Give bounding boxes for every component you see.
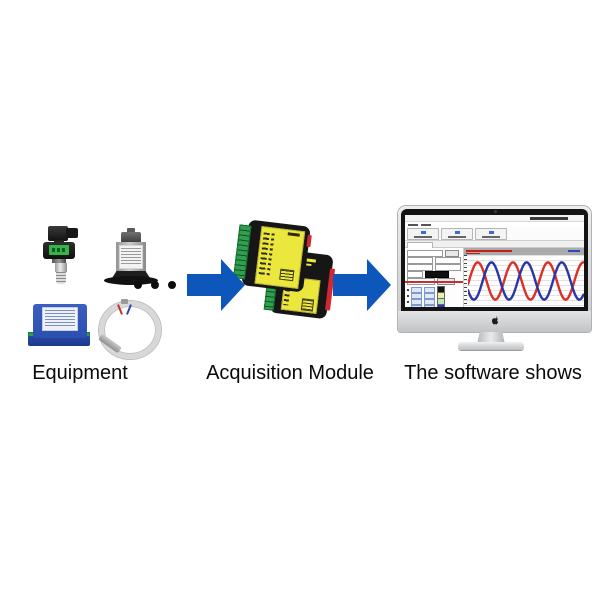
legend-value-box bbox=[424, 286, 435, 293]
y-axis-ticks bbox=[464, 255, 467, 307]
path-input bbox=[407, 250, 443, 257]
apple-logo-icon bbox=[491, 316, 498, 325]
dot-3 bbox=[168, 281, 176, 289]
legend-value-box bbox=[411, 292, 422, 299]
legend-mark bbox=[407, 300, 409, 303]
legend-value-box bbox=[411, 298, 422, 305]
legend-value-box bbox=[424, 298, 435, 305]
color-swatch-black bbox=[425, 271, 449, 278]
isolator-label-text-lines bbox=[45, 310, 75, 328]
chart-header-red-text-2 bbox=[466, 252, 480, 254]
probe-cable-crimp bbox=[121, 299, 128, 304]
field-4a bbox=[407, 271, 423, 278]
equipment-caption: Equipment bbox=[32, 362, 128, 384]
probe-cable-coil bbox=[99, 301, 161, 359]
field-2a bbox=[407, 257, 433, 264]
wave-red bbox=[468, 260, 584, 302]
software-screen bbox=[405, 215, 584, 307]
acq-front-label-diagram bbox=[279, 268, 295, 282]
tab-strip bbox=[405, 241, 584, 248]
chart-header bbox=[464, 248, 584, 255]
acq-back-top-mark-1 bbox=[305, 258, 317, 263]
wave-chart bbox=[468, 260, 584, 302]
monitor-frame bbox=[398, 206, 591, 332]
toolbar-button-2-icon bbox=[454, 230, 460, 234]
menu-bar bbox=[405, 222, 584, 227]
software-caption: The software shows bbox=[404, 362, 582, 384]
sensor-base bbox=[112, 271, 150, 278]
transmitter-neck bbox=[54, 240, 64, 243]
acquisition-caption: Acquisition Module bbox=[206, 362, 374, 384]
legend-row-4 bbox=[407, 304, 445, 307]
toolbar-button-1-icon bbox=[420, 230, 426, 234]
window-title-text bbox=[530, 217, 568, 220]
toolbar-button-2-label bbox=[448, 235, 466, 238]
flow-arrow-1 bbox=[187, 259, 245, 311]
legend-value-box bbox=[411, 286, 422, 293]
toolbar-button-1 bbox=[407, 228, 439, 240]
browse-button bbox=[445, 250, 459, 257]
field-row-2 bbox=[407, 257, 461, 264]
tab-active bbox=[407, 242, 433, 248]
menu-item-2 bbox=[421, 223, 431, 226]
legend-mark bbox=[407, 306, 409, 307]
monitor-bezel bbox=[401, 209, 588, 311]
field-row-1 bbox=[407, 250, 459, 257]
legend-mark bbox=[407, 294, 409, 297]
sensor-top-nub bbox=[127, 228, 135, 233]
toolbar-button-1-label bbox=[414, 235, 432, 238]
arrow-shape bbox=[187, 259, 245, 311]
toolbar-button-3 bbox=[475, 228, 507, 240]
chart-header-red-text bbox=[466, 249, 512, 252]
acq-front-red-clip bbox=[306, 234, 312, 248]
transmitter-thread bbox=[56, 272, 66, 284]
acq-front-label bbox=[254, 226, 306, 289]
chart-panel bbox=[464, 248, 584, 307]
arrow-shape bbox=[333, 259, 391, 311]
settings-panel bbox=[405, 248, 464, 307]
field-row-3 bbox=[407, 264, 461, 271]
wave-blue bbox=[468, 260, 584, 302]
toolbar-button-3-label bbox=[482, 235, 500, 238]
camera-dot bbox=[493, 210, 497, 213]
isolator-base bbox=[28, 336, 90, 346]
sensor-label-text-lines bbox=[121, 248, 141, 266]
trend-plot bbox=[464, 255, 584, 307]
legend-value-box bbox=[424, 292, 435, 299]
window-titlebar bbox=[405, 215, 584, 222]
menu-item-1 bbox=[408, 223, 418, 226]
monitor-stand-base bbox=[458, 342, 524, 350]
legend-value-box bbox=[424, 304, 435, 307]
monitor-chin bbox=[398, 311, 591, 332]
legend-mark bbox=[407, 288, 409, 291]
transmitter-stem bbox=[55, 263, 67, 272]
monitor-stand-column bbox=[477, 332, 505, 344]
toolbar bbox=[405, 227, 584, 241]
toolbar-button-3-icon bbox=[488, 230, 494, 234]
transmitter-plug-elbow bbox=[66, 228, 78, 238]
flow-arrow-2 bbox=[333, 259, 391, 311]
field-3b bbox=[435, 264, 461, 271]
acq-front-label-model-text bbox=[287, 232, 300, 237]
acq-back-label-diagram bbox=[300, 298, 315, 312]
acquisition-module-front bbox=[233, 219, 312, 293]
toolbar-button-2 bbox=[441, 228, 473, 240]
field-3a bbox=[407, 264, 433, 271]
legend-value-box bbox=[411, 304, 422, 307]
field-2b bbox=[435, 257, 461, 264]
transmitter-plug-head bbox=[48, 226, 68, 241]
legend-color-swatch-4 bbox=[437, 304, 445, 307]
legend-row-1 bbox=[407, 286, 445, 293]
field-row-4 bbox=[407, 271, 449, 278]
chart-header-blue-link bbox=[568, 250, 580, 252]
panel-red-divider bbox=[405, 281, 463, 283]
dot-1 bbox=[134, 281, 142, 289]
main-area bbox=[405, 248, 584, 307]
sensor-base-brim bbox=[104, 276, 158, 285]
dot-2 bbox=[151, 281, 159, 289]
transmitter-collar bbox=[52, 259, 66, 263]
transmitter-display-digits bbox=[52, 248, 66, 252]
sensor-cap bbox=[121, 232, 141, 243]
